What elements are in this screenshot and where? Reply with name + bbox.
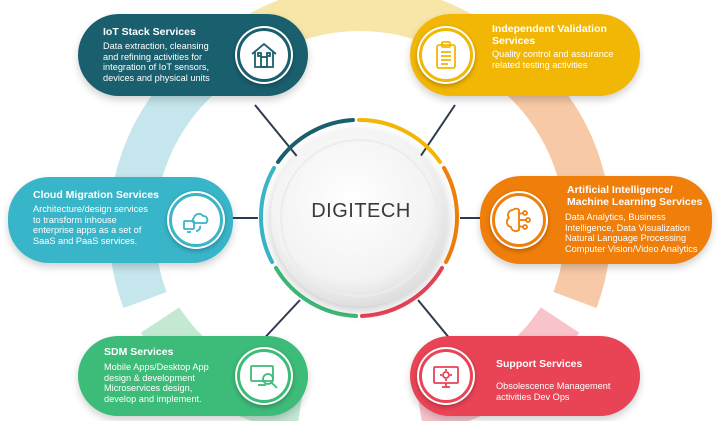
- ai-services-card: Artificial Intelligence/ Machine Learnin…: [480, 176, 712, 264]
- center-circle: [271, 130, 447, 306]
- brain-icon: [490, 191, 548, 249]
- clipboard-icon: [417, 26, 475, 84]
- inner-arc-iot: [276, 118, 355, 164]
- iot-services-title: IoT Stack Services: [103, 26, 196, 38]
- cloud-services-title: Cloud Migration Services: [33, 189, 160, 201]
- support-icon: [417, 347, 475, 405]
- support-services-title: Support Services: [496, 358, 583, 370]
- inner-arc-sdm: [274, 266, 358, 318]
- connector-iot: [254, 104, 301, 161]
- cloud-icon: [167, 191, 225, 249]
- inner-arc-ai: [442, 166, 460, 264]
- center-label: DIGITECH: [311, 200, 411, 222]
- monitor-search-icon: [235, 347, 293, 405]
- sdm-services-title: SDM Services: [104, 346, 174, 358]
- house-icon: [235, 26, 293, 84]
- validation-services-desc: Quality control and assurance related te…: [492, 49, 614, 70]
- cloud-services-desc: Architecture/design services to transfor…: [33, 204, 148, 246]
- iot-services-desc: Data extraction, cleansing and refining …: [103, 41, 210, 83]
- sdm-services-desc: Mobile Apps/Desktop App design & develop…: [104, 362, 209, 404]
- support-services-desc: Obsolescence Management activities Dev O…: [496, 381, 611, 402]
- inner-arc-validation: [357, 117, 442, 164]
- inner-arc-support: [360, 266, 444, 318]
- inner-arc-cloud: [258, 166, 276, 264]
- connector-validation: [417, 104, 456, 161]
- validation-services-title: Independent Validation Services: [492, 23, 607, 47]
- ai-services-title: Artificial Intelligence/ Machine Learnin…: [567, 184, 703, 208]
- ai-services-desc: Data Analytics, Business Intelligence, D…: [565, 212, 698, 254]
